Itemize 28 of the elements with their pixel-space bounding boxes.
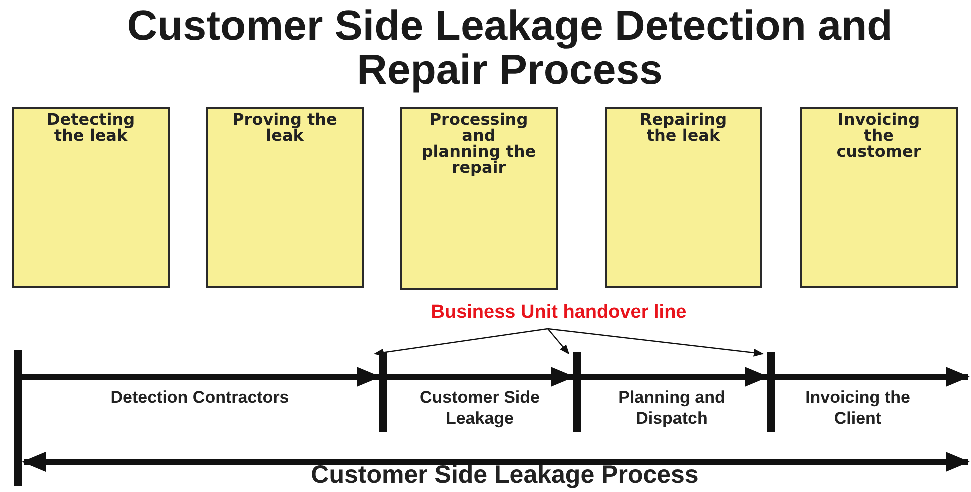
timeline-arrow xyxy=(775,367,970,387)
leader-arrow xyxy=(548,328,764,357)
stage-box xyxy=(206,107,364,288)
phase-label: Planning and Dispatch xyxy=(618,387,726,429)
phase-label: Detection Contractors xyxy=(110,387,290,408)
stage-title: Repairing the leak xyxy=(638,112,728,144)
span-label: Customer Side Leakage Process xyxy=(310,465,700,486)
title: Customer Side Leakage Detection and Repair Process xyxy=(126,4,894,92)
timeline-arrow xyxy=(22,367,381,387)
leader-arrow xyxy=(548,328,570,355)
stage-title: Detecting the leak xyxy=(46,112,136,144)
callout-text: Business Unit handover line xyxy=(368,301,750,325)
divider-bar xyxy=(573,352,581,432)
phase-label: Customer Side Leakage xyxy=(420,387,540,429)
stage-title: Processing and planning the repair xyxy=(421,112,537,176)
stage-box xyxy=(605,107,762,288)
stage-title: Proving the leak xyxy=(232,112,338,144)
divider-bar xyxy=(767,352,775,432)
timeline-arrow xyxy=(581,367,769,387)
timeline-arrow xyxy=(387,367,575,387)
divider-bar xyxy=(379,352,387,432)
stage-box xyxy=(12,107,170,288)
divider-bar xyxy=(14,350,22,486)
phase-label: Invoicing the Client xyxy=(804,387,912,429)
stage-box xyxy=(800,107,958,288)
stage-title: Invoicing the customer xyxy=(836,112,922,160)
leader-arrow xyxy=(374,328,548,357)
stage-box xyxy=(400,107,558,290)
